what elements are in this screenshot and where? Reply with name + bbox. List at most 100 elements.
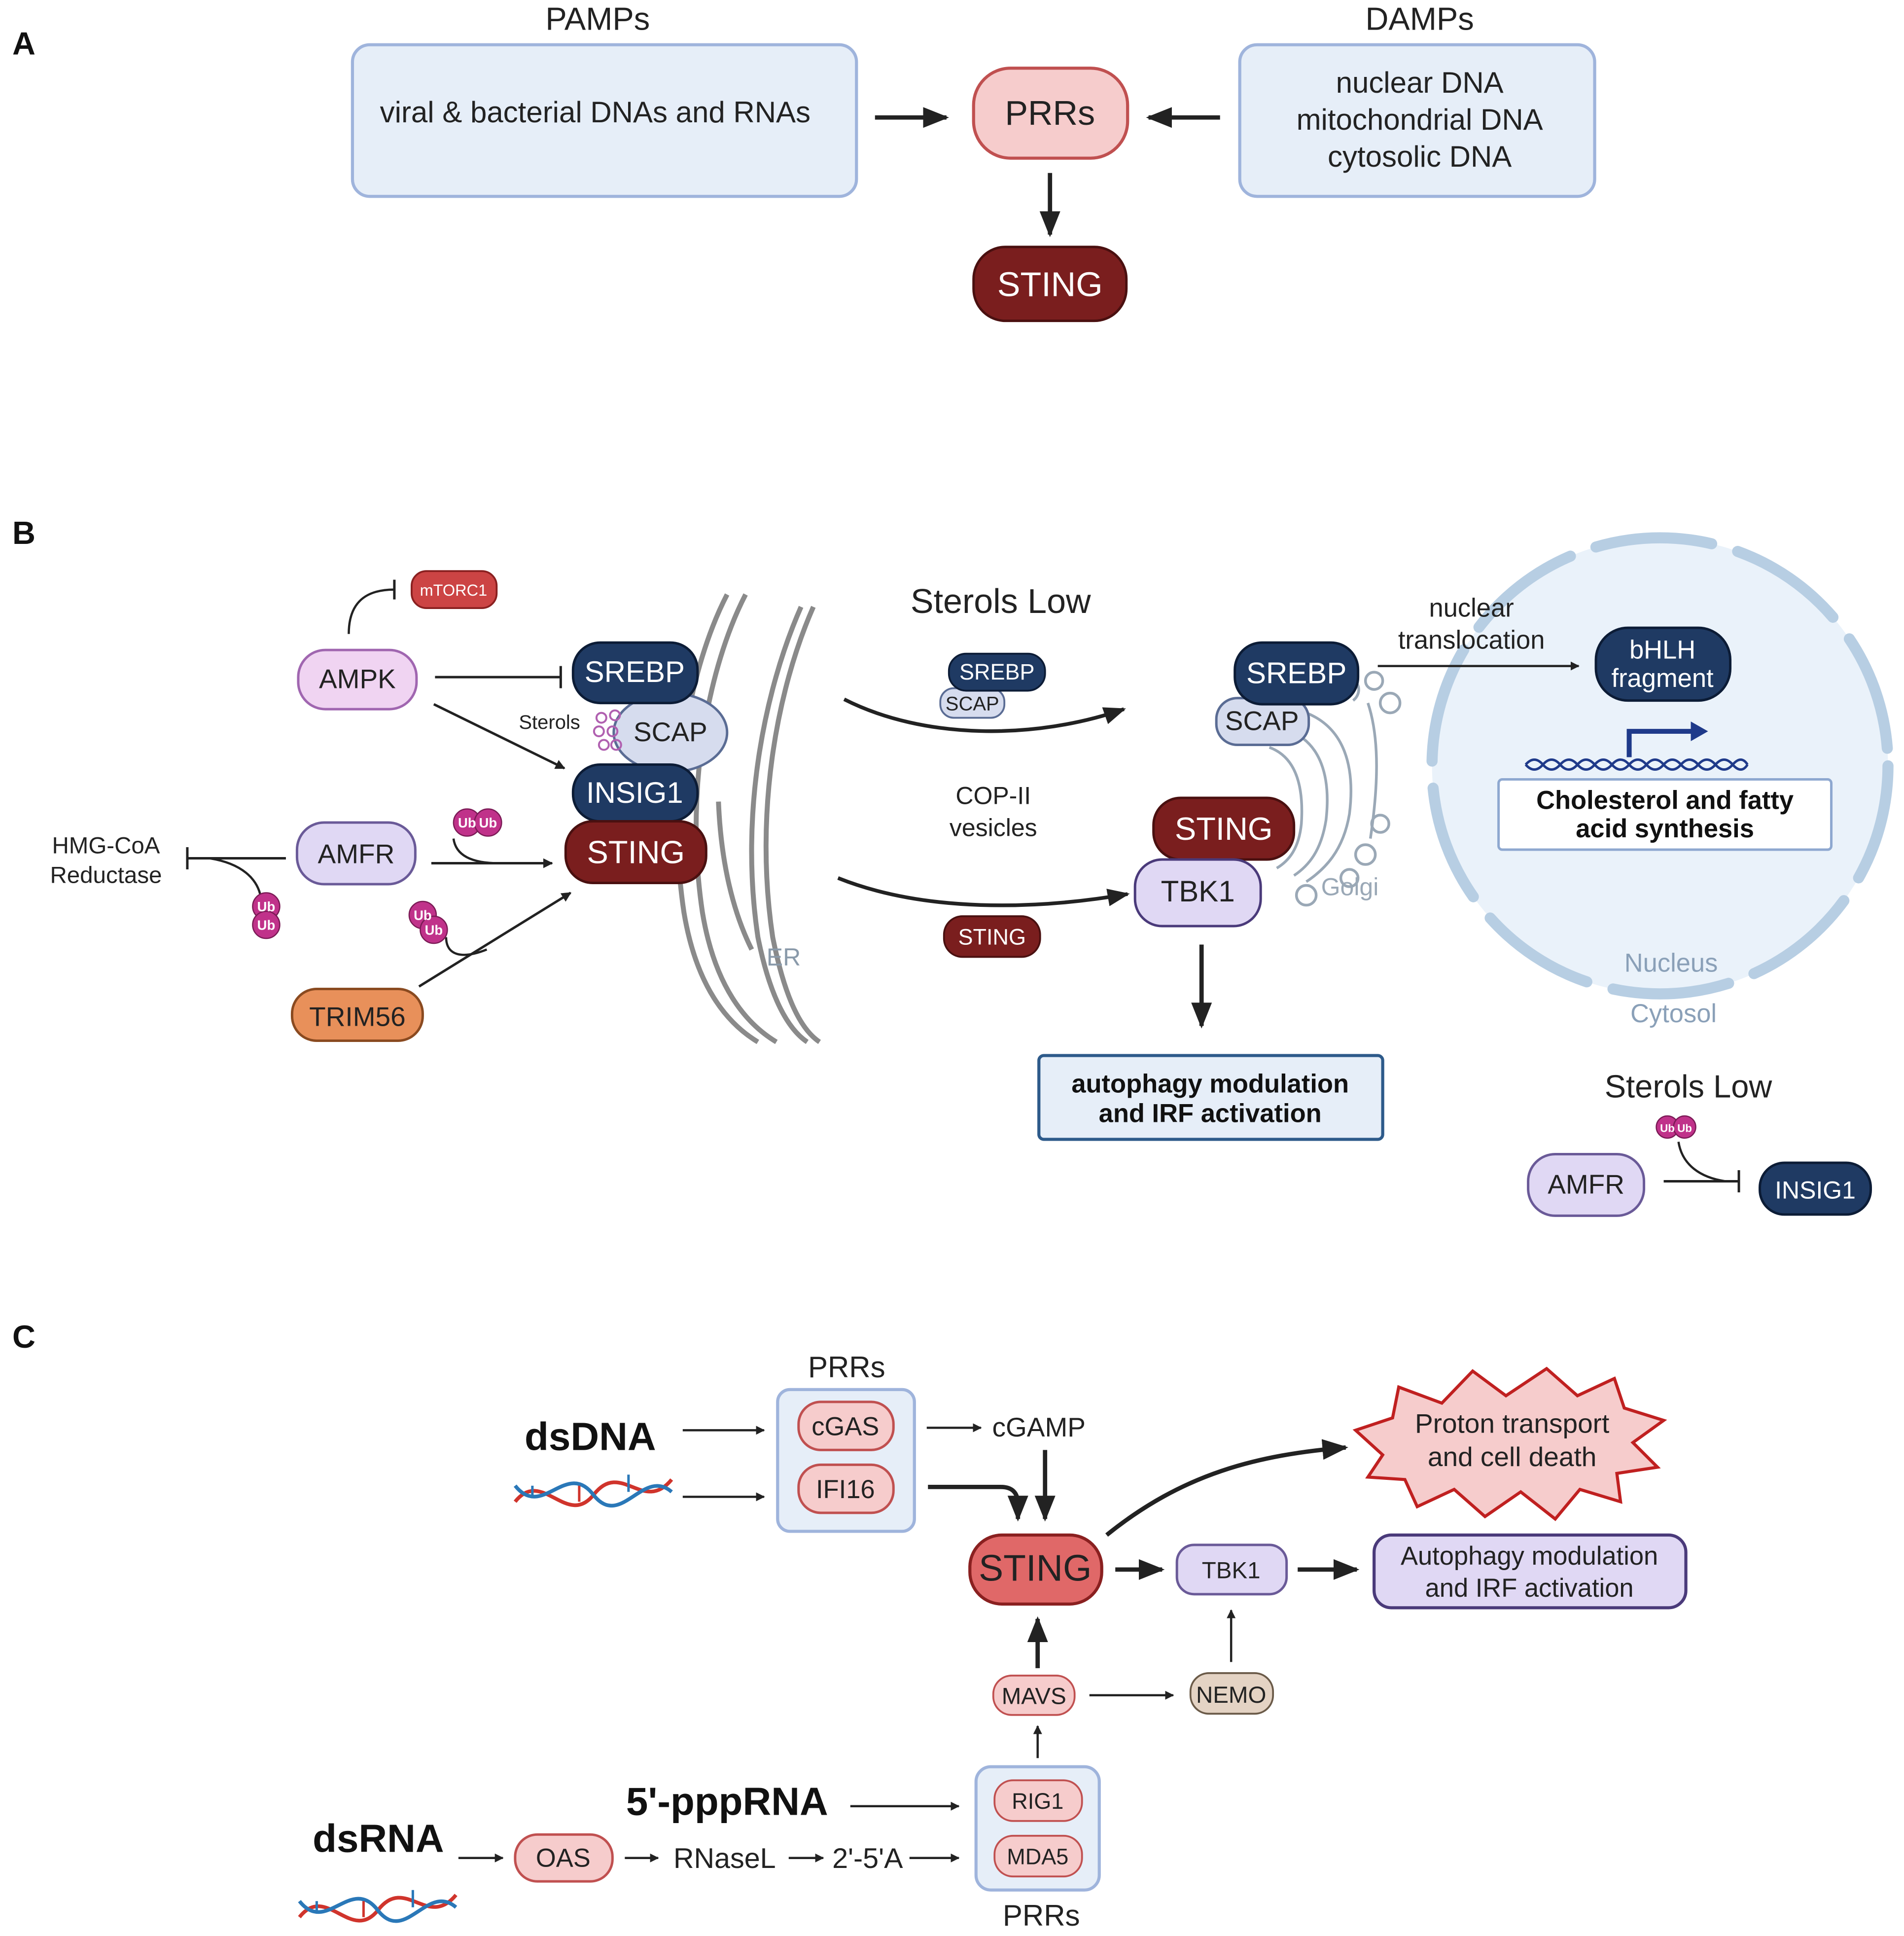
synthesis-box xyxy=(1497,778,1833,851)
rig1-node xyxy=(993,1779,1083,1822)
er-icon xyxy=(675,593,821,1044)
golgi-srebp-node xyxy=(1234,641,1360,706)
golgi-sting-label: STING xyxy=(1175,811,1273,847)
nucleus-icon xyxy=(1426,532,1894,1000)
bhlh-node xyxy=(1594,626,1732,702)
damps-line-3: cytosolic DNA xyxy=(1328,140,1512,173)
prrs-bottom-title: PRRs xyxy=(1003,1899,1080,1932)
svg-text:Ub: Ub xyxy=(425,923,443,938)
damps-title: DAMPs xyxy=(1366,1,1474,37)
sterol-molecule-icon xyxy=(593,709,622,751)
ampk-label: AMPK xyxy=(319,664,396,694)
pamps-box xyxy=(351,43,858,198)
trim56-node xyxy=(290,987,424,1042)
trim56-label: TRIM56 xyxy=(309,1001,406,1032)
amfr-label: AMFR xyxy=(318,839,395,869)
transcription-start-arrow-icon xyxy=(1626,729,1696,757)
arrow-sting-proton xyxy=(1105,1439,1348,1537)
svg-text:Ub: Ub xyxy=(1677,1122,1692,1134)
tbk1-node-c xyxy=(1175,1543,1288,1596)
hmg-line-1: HMG-CoA xyxy=(52,833,160,859)
ampk-node xyxy=(297,648,418,711)
ub-curve-amfr xyxy=(452,838,499,864)
insig1-label: INSIG1 xyxy=(586,776,683,809)
panel-a-label: A xyxy=(12,26,35,62)
arrow-ifi16-sting xyxy=(928,1484,1028,1522)
prrs-node xyxy=(972,67,1129,160)
sting-node-c xyxy=(968,1533,1103,1606)
ubiquitin-chain-icon: Ub Ub xyxy=(408,900,448,944)
oligoa-label: 2'-5'A xyxy=(832,1843,903,1874)
svg-text:Ub: Ub xyxy=(257,899,276,914)
vesicle-scap-label: SCAP xyxy=(946,693,999,715)
outcome-line-2-b: and IRF activation xyxy=(1099,1099,1322,1128)
svg-text:Ub: Ub xyxy=(479,815,497,830)
bhlh-line-2: fragment xyxy=(1612,664,1714,693)
panel-c: C PRRs cGAS IFI16 dsDNA cGAMP STING Prot… xyxy=(12,1319,1688,1932)
arrow-srebp-transport xyxy=(843,697,1126,733)
vesicle-srebp-label: SREBP xyxy=(959,659,1035,684)
svg-text:Ub: Ub xyxy=(458,815,476,830)
srebp-node xyxy=(571,641,699,705)
mda5-node xyxy=(993,1834,1083,1878)
panel-c-label: C xyxy=(12,1319,35,1355)
outcome-box-b xyxy=(1037,1054,1384,1141)
dna-double-helix-icon xyxy=(1524,758,1749,771)
cytosol-label: Cytosol xyxy=(1630,999,1717,1028)
nucleus-label: Nucleus xyxy=(1624,948,1718,977)
insig1-label-2: INSIG1 xyxy=(1775,1176,1856,1204)
autophagy-box-c xyxy=(1373,1533,1688,1610)
mavs-label: MAVS xyxy=(1002,1683,1066,1709)
golgi-icon xyxy=(1269,671,1402,907)
synthesis-line-2: acid synthesis xyxy=(1576,814,1754,843)
dna-double-helix-icon xyxy=(513,1474,673,1508)
vesicle-sting-node xyxy=(943,915,1041,958)
ub-curve-trim56 xyxy=(445,937,488,956)
synthesis-line-1: Cholesterol and fatty xyxy=(1536,786,1794,815)
ub-curve-hmg xyxy=(209,857,263,900)
dsrna-label: dsRNA xyxy=(313,1816,444,1860)
arrow-sting-transport xyxy=(837,876,1130,907)
panel-b-label: B xyxy=(12,515,35,551)
sting-node-er xyxy=(564,820,707,885)
proton-line-1: Proton transport xyxy=(1415,1408,1609,1438)
damps-box xyxy=(1238,43,1596,198)
arrow-ampk-insig1 xyxy=(433,703,565,770)
damps-line-1: nuclear DNA xyxy=(1336,66,1504,99)
mtorc1-label: mTORC1 xyxy=(420,581,488,599)
ifi16-node xyxy=(797,1463,895,1514)
rnasel-label: RNaseL xyxy=(673,1843,776,1874)
ifi16-label: IFI16 xyxy=(816,1475,875,1504)
cgamp-label: cGAMP xyxy=(992,1412,1086,1442)
oas-label: OAS xyxy=(536,1843,591,1872)
nemo-label: NEMO xyxy=(1196,1682,1266,1708)
tbk1-node-b xyxy=(1133,858,1262,928)
golgi-scap-label: SCAP xyxy=(1225,706,1299,736)
pamps-title: PAMPs xyxy=(545,1,650,37)
transcription-arrow-head xyxy=(1691,721,1708,742)
sterols-low-title: Sterols Low xyxy=(911,582,1091,620)
ubiquitin-chain-icon: Ub Ub xyxy=(1656,1115,1696,1139)
sterols-low-title-2: Sterols Low xyxy=(1605,1068,1773,1104)
svg-text:Ub: Ub xyxy=(1660,1122,1675,1134)
ubiquitin-chain-icon: Ub Ub xyxy=(453,808,502,837)
hmg-line-2: Reductase xyxy=(50,862,162,889)
mtorc1-node xyxy=(411,570,498,609)
mda5-label: MDA5 xyxy=(1007,1844,1068,1869)
damps-line-2: mitochondrial DNA xyxy=(1297,103,1543,136)
cgas-node xyxy=(797,1400,895,1451)
golgi-label: Golgi xyxy=(1321,873,1379,901)
amfr-node xyxy=(295,821,417,886)
srebp-label: SREBP xyxy=(585,655,685,688)
nuclear-translocation-line-1: nuclear xyxy=(1429,594,1514,623)
cgas-label: cGAS xyxy=(811,1412,879,1441)
scap-label: SCAP xyxy=(634,717,707,747)
prrs-label: PRRs xyxy=(1005,94,1095,132)
tbk1-label-b: TBK1 xyxy=(1161,875,1235,908)
nuclear-translocation-line-2: translocation xyxy=(1398,626,1545,655)
arrow-trim56-sting xyxy=(418,892,572,988)
autophagy-line-1-c: Autophagy modulation xyxy=(1401,1542,1658,1571)
inhibit-ampk-mtorc1 xyxy=(348,588,394,634)
